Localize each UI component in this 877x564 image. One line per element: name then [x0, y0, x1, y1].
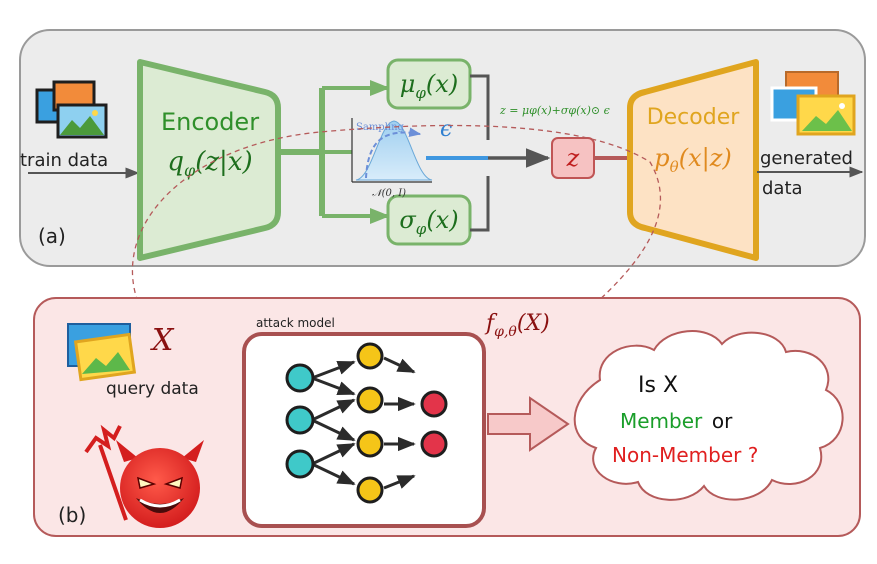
or-label: or	[712, 409, 733, 433]
output-node	[420, 430, 448, 458]
output-node	[420, 390, 448, 418]
query-data-label: query data	[106, 379, 199, 399]
train-images-icon	[35, 80, 108, 139]
attack-function-label: fφ,θ(X)	[484, 311, 550, 340]
trident-icon	[84, 424, 128, 521]
normal-distribution-label: 𝒩(0, I)	[372, 188, 406, 199]
encoder-title: Encoder	[161, 108, 259, 136]
hidden-node	[356, 476, 384, 504]
encoder-block: Encoder qφ(z|x)	[137, 59, 281, 261]
query-image-icon	[67, 323, 137, 382]
decoder-title: Decoder	[647, 105, 741, 130]
input-node	[285, 363, 315, 393]
sigma-label: σφ(x)	[399, 206, 458, 238]
attack-model-box	[242, 332, 486, 528]
panel-a-label: (a)	[38, 224, 66, 248]
hidden-node	[356, 386, 384, 414]
hidden-node	[356, 430, 384, 458]
hidden-node	[356, 342, 384, 370]
neural-network-icon	[285, 342, 448, 504]
decoder-function: pθ(x|z)	[654, 144, 731, 176]
mu-label: μφ(x)	[400, 70, 458, 102]
generated-images-icon	[770, 71, 856, 136]
reparameterization-formula: z = μφ(x)+σφ(x)⊙ ϵ	[499, 104, 610, 117]
mu-sigma-to-z-connectors	[470, 74, 551, 232]
devil-icon	[84, 424, 204, 528]
query-variable-x: X	[150, 323, 175, 358]
latent-z-box: z	[551, 137, 595, 179]
encoder-output-connectors	[278, 80, 390, 224]
query-flow-dashed-path	[131, 124, 662, 379]
sampling-curve-arrow	[365, 127, 422, 179]
train-data-label: train data	[20, 150, 108, 171]
attack-output-arrow	[487, 396, 570, 452]
epsilon-label: ϵ	[440, 117, 452, 142]
panel-a: (a) train data Encoder qφ(z|x)	[19, 29, 866, 267]
panel-b-label: (b)	[58, 503, 86, 527]
cloud-member-line: Member or	[620, 409, 733, 433]
encoder-function: qφ(z|x)	[167, 147, 252, 180]
mu-box: μφ(x)	[386, 58, 472, 110]
attack-model-label: attack model	[256, 316, 335, 330]
panel-b: (b) X query data attack model	[33, 297, 861, 537]
decoder-block: Decoder pθ(x|z)	[627, 59, 759, 261]
cloud-question-line: Is X	[638, 373, 678, 398]
generated-data-label-2: data	[762, 178, 803, 199]
input-node	[285, 405, 315, 435]
latent-z-label: z	[566, 144, 580, 172]
sigma-box: σφ(x)	[386, 194, 472, 246]
membership-question-cloud: Is X Member or Non-Member ?	[573, 330, 844, 501]
member-label: Member	[620, 409, 703, 433]
input-node	[285, 449, 315, 479]
cloud-nonmember-line: Non-Member ?	[612, 443, 758, 467]
generated-data-label-1: generated	[760, 148, 853, 169]
